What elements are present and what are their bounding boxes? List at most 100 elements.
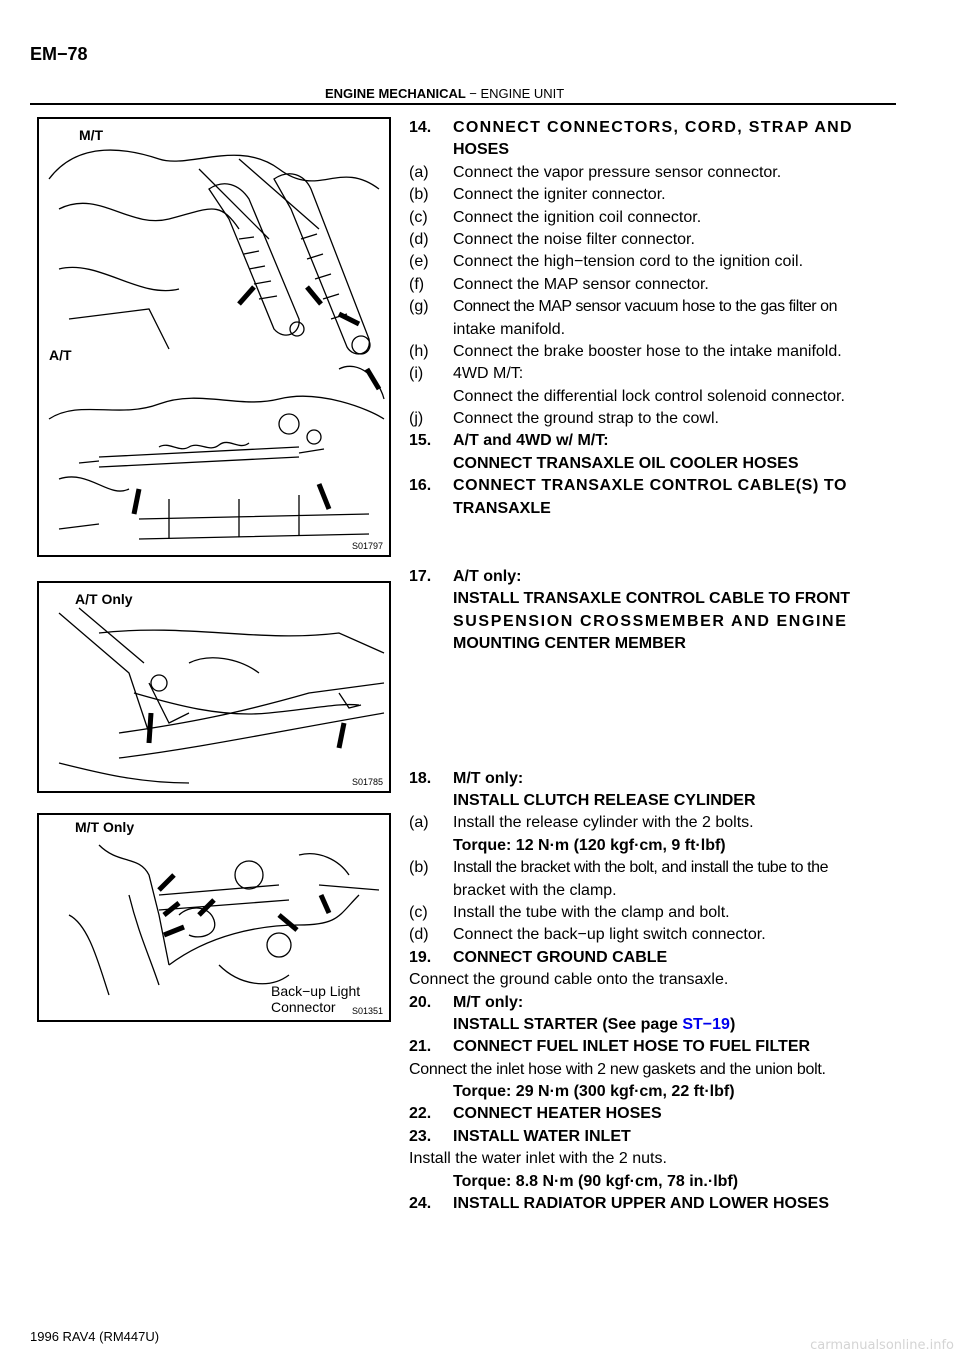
step-line: 14.CONNECT CONNECTORS, CORD, STRAP AND — [409, 117, 899, 139]
step-line: 22. CONNECT HEATER HOSES — [409, 1103, 899, 1125]
step-line: 16.CONNECT TRANSAXLE CONTROL CABLE(S) TO — [409, 475, 899, 497]
step-text: Install the water inlet with the 2 nuts. — [409, 1150, 667, 1168]
step-line: (c)Connect the ignition coil connector. — [409, 207, 899, 229]
engine-linkage-illustration — [48, 149, 385, 540]
step-line: 20. M/T only: — [409, 992, 899, 1014]
step-number: (f) — [409, 275, 425, 293]
step-text: TRANSAXLE — [453, 499, 551, 517]
figure-s01351: M/T Only Back−up Light Connector S01351 — [37, 813, 391, 1022]
step-line: 17. A/T only: — [409, 566, 899, 588]
step-text: CONNECT HEATER HOSES — [453, 1105, 662, 1123]
page-link-st19[interactable]: ST−19 — [682, 1015, 730, 1033]
procedure-text: 14.CONNECT CONNECTORS, CORD, STRAP AND H… — [409, 117, 899, 1215]
step-text: Install the bracket with the bolt, and i… — [453, 859, 829, 877]
step-text: Connect the vapor pressure sensor connec… — [453, 163, 782, 181]
figure-code: S01785 — [351, 777, 383, 787]
spacer — [409, 656, 899, 768]
label-mt-only: M/T Only — [75, 819, 135, 835]
step-line: (i) 4WD M/T: — [409, 363, 899, 385]
step-text: MOUNTING CENTER MEMBER — [453, 635, 686, 653]
step-number: 17. — [409, 568, 432, 586]
step-line: (a)Install the release cylinder with the… — [409, 812, 899, 834]
step-line: (c)Install the tube with the clamp and b… — [409, 902, 899, 924]
step-line: Connect the differential lock control so… — [409, 386, 899, 408]
step-text: Connect the brake booster hose to the in… — [453, 342, 842, 360]
label-at: A/T — [49, 347, 72, 363]
step-number: (d) — [409, 926, 429, 944]
step-line: (a) Connect the vapor pressure sensor con… — [409, 162, 899, 184]
step-text: INSTALL TRANSAXLE CONTROL CABLE TO FRONT — [453, 590, 851, 608]
step-line: 23. INSTALL WATER INLET — [409, 1126, 899, 1148]
step-text: Connect the noise filter connector. — [453, 230, 695, 248]
step-text: CONNECT TRANSAXLE CONTROL CABLE(S) TO — [453, 477, 848, 495]
step-line: 19.CONNECT GROUND CABLE — [409, 947, 899, 969]
section-title: ENGINE MECHANICAL − ENGINE UNIT — [325, 86, 564, 101]
step-text: INSTALL RADIATOR UPPER AND LOWER HOSES — [453, 1195, 830, 1213]
step-line: (j)Connect the ground strap to the cowl. — [409, 408, 899, 430]
torque-text: Torque: 8.8 N·m (90 kgf·cm, 78 in.·lbf) — [453, 1172, 739, 1190]
step-number: (b) — [409, 186, 429, 204]
step-line: (h) Connect the brake booster hose to the… — [409, 341, 899, 363]
step-line: Install the water inlet with the 2 nuts. — [409, 1148, 899, 1170]
step-number: (e) — [409, 253, 429, 271]
step-number: (i) — [409, 365, 424, 383]
step-text: CONNECT GROUND CABLE — [453, 948, 668, 966]
step-number: 23. — [409, 1127, 432, 1145]
step-number: 22. — [409, 1105, 432, 1123]
torque-text: Torque: 12 N·m (120 kgf·cm, 9 ft·lbf) — [453, 836, 726, 854]
step-text: Connect the differential lock control so… — [453, 387, 845, 405]
step-number: (a) — [409, 163, 429, 181]
torque-spec: Torque: 12 N·m (120 kgf·cm, 9 ft·lbf) — [409, 835, 899, 857]
step-text-before: INSTALL STARTER (See page — [453, 1015, 683, 1033]
step-number: (h) — [409, 342, 429, 360]
step-line: Connect the ground cable onto the transa… — [409, 969, 899, 991]
step-number: 15. — [409, 432, 432, 450]
subsection-name: ENGINE UNIT — [480, 86, 565, 101]
step-line: INSTALL TRANSAXLE CONTROL CABLE TO FRONT — [409, 588, 899, 610]
footer-watermark: carmanualsonline.info — [810, 1338, 954, 1353]
step-number: 18. — [409, 769, 432, 787]
step-text: Connect the back−up light switch connect… — [453, 926, 766, 944]
step-line: 15.A/T and 4WD w/ M/T: — [409, 430, 899, 452]
step-text: Connect the inlet hose with 2 new gasket… — [409, 1060, 826, 1078]
step-line: (b)Connect the igniter connector. — [409, 184, 899, 206]
step-text: HOSES — [453, 141, 510, 159]
step-line: MOUNTING CENTER MEMBER — [409, 633, 899, 655]
callout-line-2: Connector — [271, 999, 336, 1015]
step-line: SUSPENSION CROSSMEMBER AND ENGINE — [409, 611, 899, 633]
step-line: HOSES — [409, 139, 899, 161]
step-text: M/T only: — [453, 769, 524, 787]
step-text: 4WD M/T: — [453, 365, 524, 383]
step-text: CONNECT FUEL INLET HOSE TO FUEL FILTER — [453, 1038, 811, 1056]
step-text: Connect the MAP sensor vacuum hose to th… — [453, 298, 838, 316]
step-line: bracket with the clamp. — [409, 880, 899, 902]
step-line: (d) Connect the noise filter connector. — [409, 229, 899, 251]
callout-line-1: Back−up Light — [271, 983, 361, 999]
step-line: (b)Install the bracket with the bolt, an… — [409, 857, 899, 879]
page-code: EM−78 — [30, 44, 88, 64]
torque-spec: Torque: 29 N·m (300 kgf·cm, 22 ft·lbf) — [409, 1081, 899, 1103]
cable-crossmember-illustration — [58, 607, 385, 784]
step-text: INSTALL CLUTCH RELEASE CYLINDER — [453, 791, 756, 809]
step-number: 20. — [409, 993, 432, 1011]
step-text: M/T only: — [453, 993, 524, 1011]
torque-spec: Torque: 8.8 N·m (90 kgf·cm, 78 in.·lbf) — [409, 1171, 899, 1193]
step-number: (d) — [409, 230, 429, 248]
step-number: 21. — [409, 1038, 432, 1056]
figure-code: S01351 — [351, 1006, 383, 1016]
step-number: (c) — [409, 208, 428, 226]
step-line: INSTALL CLUTCH RELEASE CYLINDER — [409, 790, 899, 812]
step-number: (c) — [409, 903, 428, 921]
step-line: Connect the inlet hose with 2 new gasket… — [409, 1059, 899, 1081]
step-line: 24.INSTALL RADIATOR UPPER AND LOWER HOSE… — [409, 1193, 899, 1215]
figure-s01785: A/T Only S01785 — [37, 581, 391, 793]
step-text: A/T only: — [453, 568, 522, 586]
step-line: (f)Connect the MAP sensor connector. — [409, 274, 899, 296]
step-text: CONNECT TRANSAXLE OIL COOLER HOSES — [453, 454, 799, 472]
spacer — [409, 520, 899, 566]
clutch-release-illustration — [68, 844, 380, 996]
step-text: INSTALL WATER INLET — [453, 1127, 631, 1145]
step-text: bracket with the clamp. — [453, 881, 617, 899]
step-line: (e)Connect the high−tension cord to the … — [409, 251, 899, 273]
step-text: Install the release cylinder with the 2 … — [453, 814, 754, 832]
